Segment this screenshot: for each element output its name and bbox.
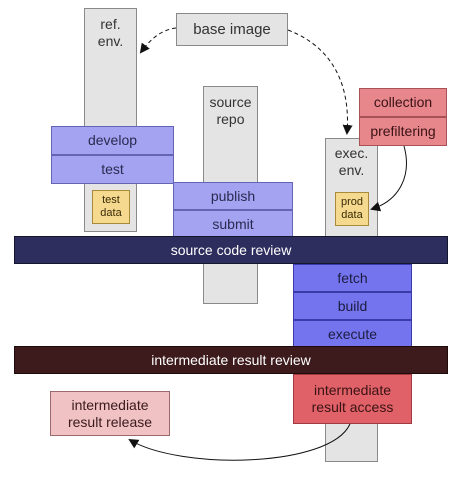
submit-box: submit: [173, 210, 293, 238]
base-image-to-ref-env-arrow: [139, 27, 177, 54]
prefiltering-box: prefiltering: [359, 117, 447, 146]
intermediate-result-review-bar: intermediate result review: [14, 346, 448, 374]
base-image-box: base image: [176, 13, 288, 46]
fetch-box: fetch: [293, 264, 412, 292]
access-to-release-arrow: [128, 423, 351, 461]
source-code-review-bar: source code review: [14, 236, 448, 264]
source-repo-label: source repo: [209, 94, 252, 127]
base-image-to-exec-env-arrow: [287, 29, 353, 135]
intermediate-result-access-box: intermediate result access: [293, 374, 412, 424]
build-box: build: [293, 292, 412, 320]
ref-env-label: ref. env.: [97, 16, 124, 49]
publish-box: publish: [173, 182, 293, 210]
prod-data-box: prod data: [335, 192, 369, 226]
develop-box: develop: [51, 126, 174, 155]
test-box: test: [51, 155, 174, 184]
prefiltering-to-prod-data-arrow: [370, 145, 407, 212]
test-data-box: test data: [92, 190, 130, 224]
execute-box: execute: [293, 320, 412, 348]
intermediate-result-release-box: intermediate result release: [50, 391, 170, 436]
exec-env-label: exec. env.: [334, 145, 369, 178]
collection-box: collection: [359, 88, 447, 117]
